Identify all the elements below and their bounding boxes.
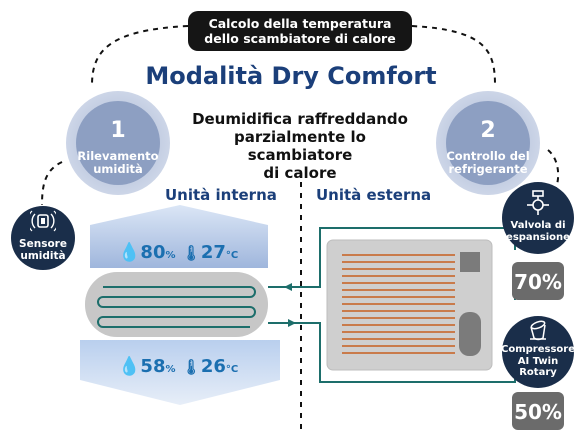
valve-percent: 70% bbox=[514, 270, 562, 294]
humidity-before: 80 bbox=[140, 242, 166, 263]
compressor-label-line1: Compressore bbox=[501, 344, 575, 355]
sensor-circle bbox=[11, 206, 75, 270]
compressor-percent-box bbox=[512, 392, 564, 430]
temperature-after-unit: °C bbox=[225, 364, 239, 375]
reading-before: 💧80% 🌡27°C bbox=[118, 242, 238, 263]
compressor-percent: 50% bbox=[514, 400, 562, 424]
top-dashed-loop-right bbox=[411, 25, 496, 86]
step2-label-line2: refrigerante bbox=[448, 162, 528, 176]
air-arrow-top bbox=[90, 205, 268, 268]
outdoor-condenser-coil bbox=[342, 254, 455, 354]
step1-number: 1 bbox=[110, 118, 126, 143]
subtitle-line3: di calore bbox=[263, 164, 337, 182]
top-label-pill: Calcolo della temperatura dello scambiat… bbox=[188, 11, 412, 51]
compressor-label: Compressore AI Twin Rotary bbox=[501, 344, 575, 379]
sensor-label-line2: umidità bbox=[20, 250, 66, 262]
outdoor-valve-block bbox=[460, 252, 480, 272]
outdoor-unit-header: Unità esterna bbox=[316, 186, 432, 204]
step1-label-line2: umidità bbox=[93, 162, 143, 176]
indoor-coil bbox=[85, 272, 268, 337]
humidity-before-unit: % bbox=[165, 250, 176, 261]
temperature-after: 26 bbox=[200, 356, 226, 377]
droplet-icon: 💧 bbox=[118, 356, 141, 377]
temperature-before: 27 bbox=[200, 242, 226, 263]
subtitle-line1: Deumidifica raffreddando bbox=[192, 110, 408, 128]
indoor-unit-header: Unità interna bbox=[165, 186, 277, 204]
humidity-sensor-icon bbox=[30, 210, 56, 232]
step2-number: 2 bbox=[480, 118, 496, 143]
flow-arrow-out bbox=[288, 319, 296, 327]
top-label-line1: Calcolo della temperatura bbox=[208, 16, 392, 31]
top-label-line2: dello scambiatore di calore bbox=[204, 31, 396, 46]
sensor-label: Sensore umidità bbox=[11, 238, 75, 262]
step2-label: Controllo del refrigerante bbox=[436, 150, 540, 176]
humidity-after-unit: % bbox=[165, 364, 176, 375]
indoor-coil-tubes bbox=[97, 286, 256, 328]
outdoor-compressor-block bbox=[459, 312, 481, 356]
thermometer-icon: 🌡 bbox=[181, 244, 201, 262]
top-dashed-loop bbox=[91, 25, 189, 86]
step1-circle-inner bbox=[76, 101, 160, 185]
compressor-label-line3: Rotary bbox=[519, 367, 557, 378]
step2-label-line1: Controllo del bbox=[446, 149, 530, 163]
compressor-icon bbox=[530, 320, 546, 341]
flow-arrow-in bbox=[284, 283, 292, 291]
subtitle-line2: parzialmente lo scambiatore bbox=[234, 128, 366, 164]
reading-after: 💧58% 🌡26°C bbox=[118, 356, 238, 377]
valve-label-line1: Valvola di bbox=[510, 220, 566, 231]
compressor-circle bbox=[502, 316, 574, 388]
valve-label-line2: espansione bbox=[506, 232, 570, 243]
temperature-before-unit: °C bbox=[225, 250, 239, 261]
step1-label-line1: Rilevamento bbox=[77, 149, 159, 163]
subtitle: Deumidifica raffreddando parzialmente lo… bbox=[180, 110, 420, 182]
humidity-after: 58 bbox=[140, 356, 166, 377]
valve-circle bbox=[502, 182, 574, 254]
compressor-label-line2: AI Twin bbox=[517, 355, 559, 367]
droplet-icon: 💧 bbox=[118, 242, 141, 263]
page-title: Modalità Dry Comfort bbox=[145, 62, 437, 90]
air-arrow-bottom bbox=[80, 340, 280, 405]
valve-label: Valvola di espansione bbox=[503, 220, 573, 244]
sensor-dashed-link bbox=[41, 161, 63, 206]
sensor-label-line1: Sensore bbox=[19, 238, 67, 250]
valve-percent-box bbox=[512, 262, 564, 300]
step1-label: Rilevamento umidità bbox=[68, 150, 168, 176]
thermometer-icon: 🌡 bbox=[181, 358, 201, 376]
valve-icon bbox=[527, 190, 549, 215]
step2-circle-inner bbox=[446, 101, 530, 185]
